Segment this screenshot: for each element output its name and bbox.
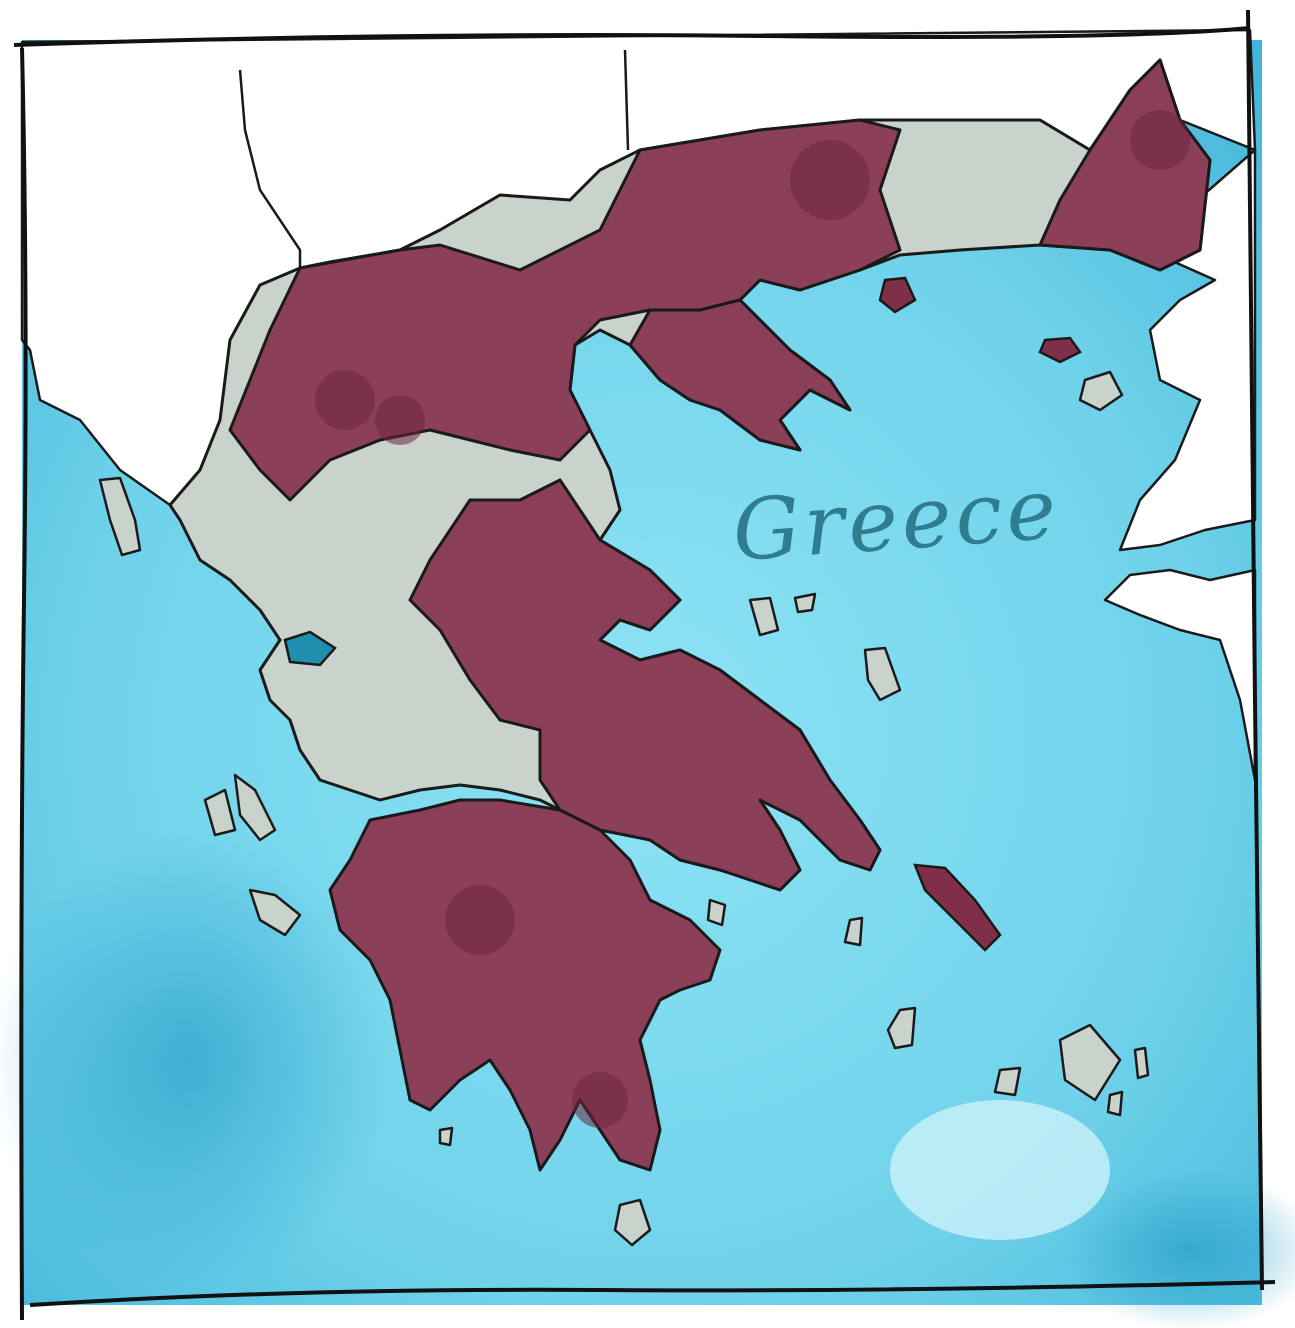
island-cyclades-3 [843,916,864,947]
island-andros-tinos [913,863,1002,952]
island-lefkada [233,773,277,842]
island-cyclades-5 [1133,1046,1150,1080]
border-line-1 [238,69,302,268]
island-zakynthos [248,888,302,937]
island-cyclades-6 [1106,1090,1124,1117]
island-northern-sporades-1 [748,596,780,637]
map-frame [13,9,1276,1321]
ink-blot-4 [445,885,515,955]
region-central-east [408,478,882,892]
island-cyclades-1 [886,1006,917,1050]
sea-deep-patch-se [1060,1170,1295,1328]
sea-light-patch [890,1100,1110,1240]
island-samothrace [1038,336,1082,364]
island-thasos [878,276,917,314]
lake [283,630,337,667]
border-line-2 [623,49,630,151]
ink-blot-1 [315,370,375,430]
region-chalkidiki [628,298,852,452]
island-lemnos-area [1078,370,1124,412]
island-naxos [1058,1023,1122,1102]
island-cyclades-7 [438,1126,454,1147]
neighbor-land-east-lower [1103,568,1257,782]
map-title: Greece [730,459,1063,580]
region-peloponnese [328,798,722,1172]
island-northern-sporades-2 [793,592,817,614]
sea-deep-patch-sw [0,830,390,1290]
island-skyros [863,646,902,702]
ink-blot-5 [572,1072,628,1128]
island-kythira [613,1198,652,1247]
island-cyclades-4 [706,898,727,927]
island-corfu [98,476,142,557]
ink-blot-3 [790,140,870,220]
island-kefalonia [203,788,237,837]
island-cyclades-2 [993,1066,1022,1097]
ink-blot-2 [375,395,425,445]
ink-blot-6 [1130,110,1190,170]
